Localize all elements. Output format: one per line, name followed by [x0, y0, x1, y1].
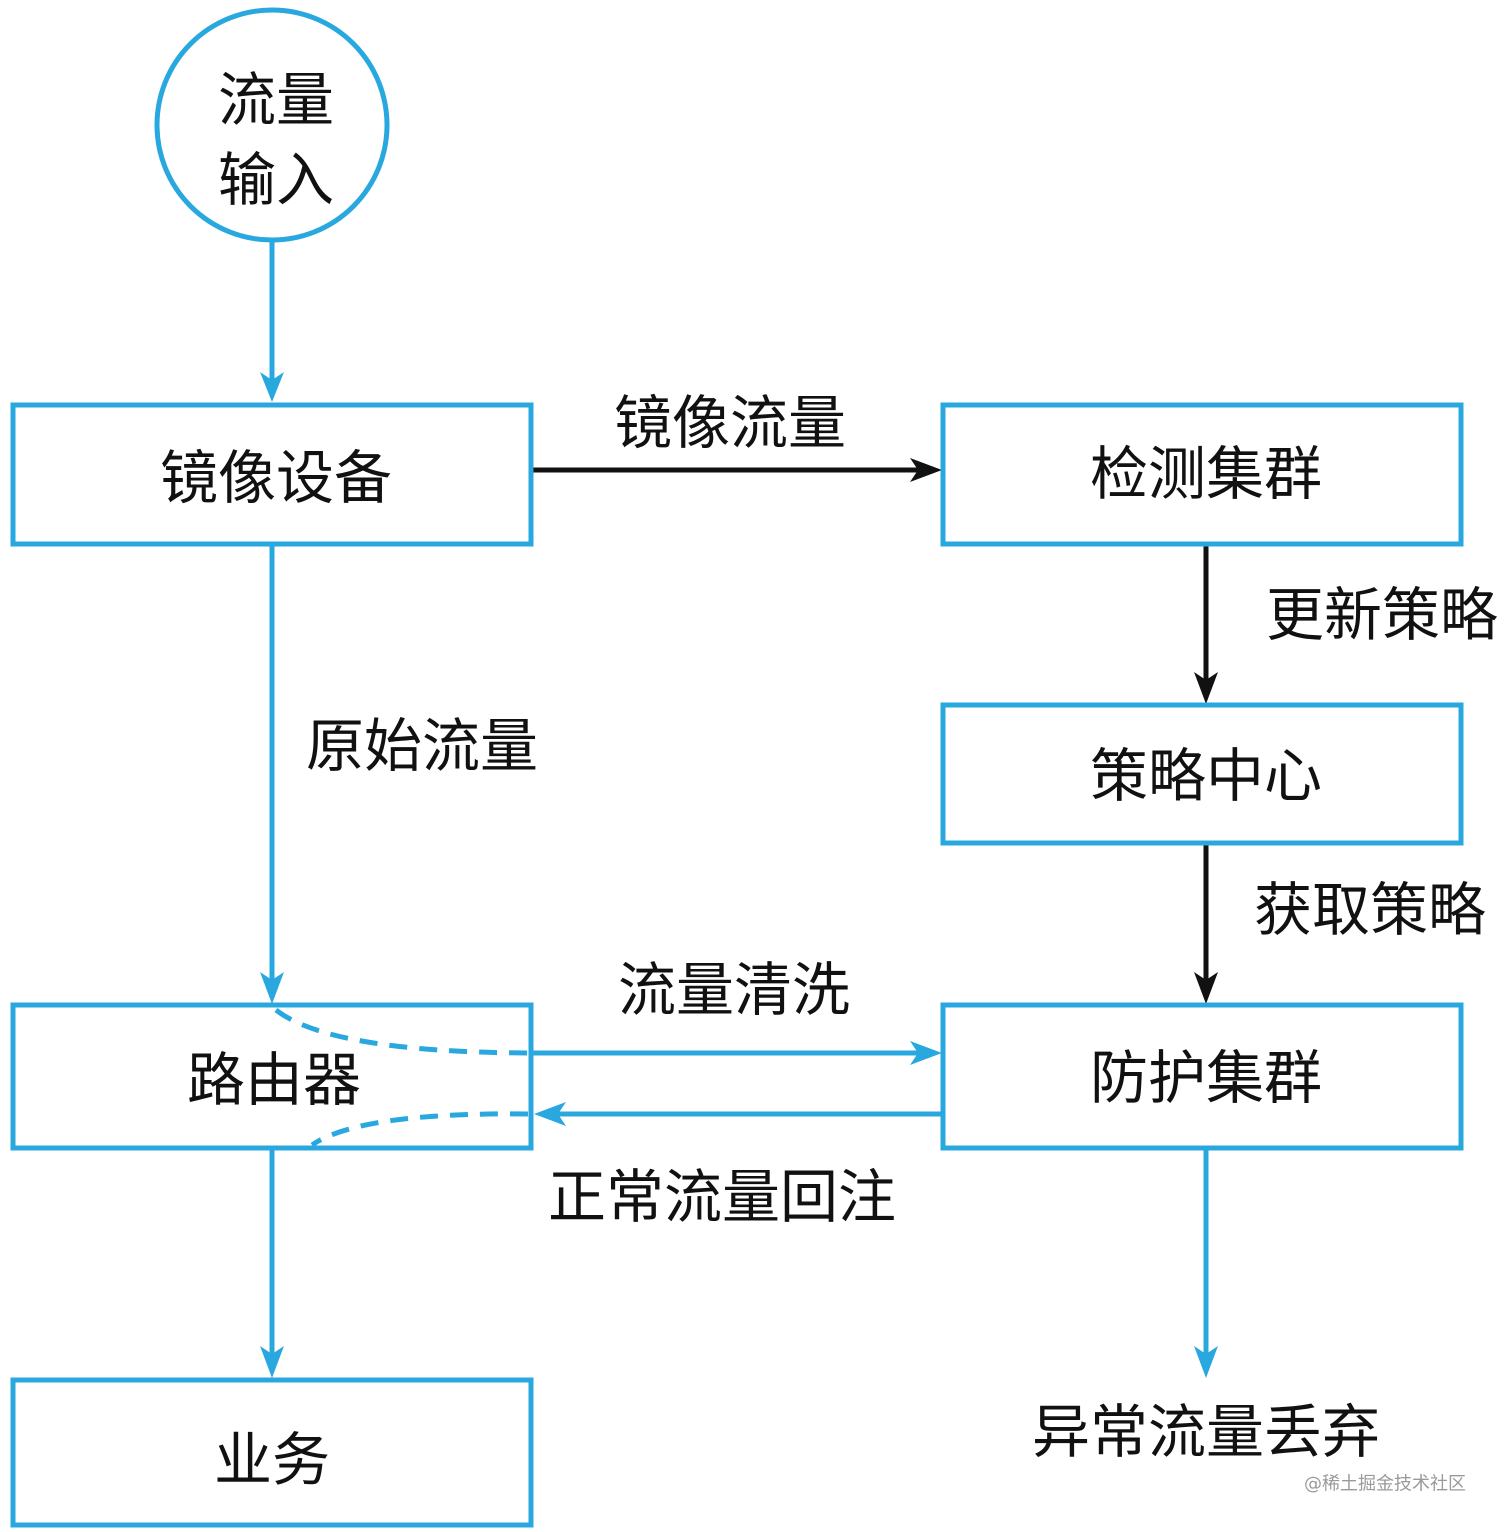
arrowhead-mirror-to-detection: [910, 458, 942, 482]
arrowhead-router-to-business: [260, 1346, 284, 1378]
router-dashed-out-curve: [310, 1111, 529, 1148]
traffic-cleaning-label: 流量清洗: [618, 956, 850, 1024]
business-node: [10, 1377, 534, 1528]
arrowhead-policy-to-protection: [1194, 972, 1218, 1004]
arrowhead-input-to-mirror: [260, 372, 284, 402]
arrowhead-detection-to-policy: [1194, 672, 1218, 704]
arrowhead-router-to-protection: [910, 1041, 942, 1065]
get-policy-label: 获取策略: [1254, 876, 1486, 944]
arrowhead-protection-to-drop: [1194, 1346, 1218, 1378]
mirror-device-node: [10, 402, 534, 547]
mirror-traffic-label: 镜像流量: [614, 389, 846, 457]
business-label: 业务: [214, 1426, 330, 1494]
traffic-input-label-line1: 流量: [218, 66, 334, 134]
router-node: [10, 1002, 534, 1151]
watermark-text: @稀土掘金技术社区: [1304, 1474, 1466, 1495]
original-traffic-label: 原始流量: [306, 712, 538, 780]
policy-center-node: [940, 702, 1464, 846]
traffic-input-node: [154, 7, 390, 243]
router-label: 路由器: [187, 1046, 361, 1114]
mirror-device-label: 镜像设备: [160, 444, 392, 512]
abnormal-drop-label: 异常流量丢弃: [1032, 1398, 1380, 1466]
router-dashed-in-curve: [274, 1008, 529, 1056]
arrowhead-mirror-to-router: [260, 972, 284, 1004]
update-policy-label: 更新策略: [1266, 581, 1498, 649]
protection-cluster-label: 防护集群: [1090, 1044, 1322, 1112]
normal-reinject-label: 正常流量回注: [548, 1163, 896, 1231]
detection-cluster-node: [940, 402, 1464, 547]
arrowhead-protection-to-router: [534, 1102, 566, 1126]
traffic-input-label-line2: 输入: [218, 146, 334, 214]
protection-cluster-node: [940, 1002, 1464, 1151]
policy-center-label: 策略中心: [1090, 742, 1322, 810]
detection-cluster-label: 检测集群: [1090, 440, 1322, 508]
